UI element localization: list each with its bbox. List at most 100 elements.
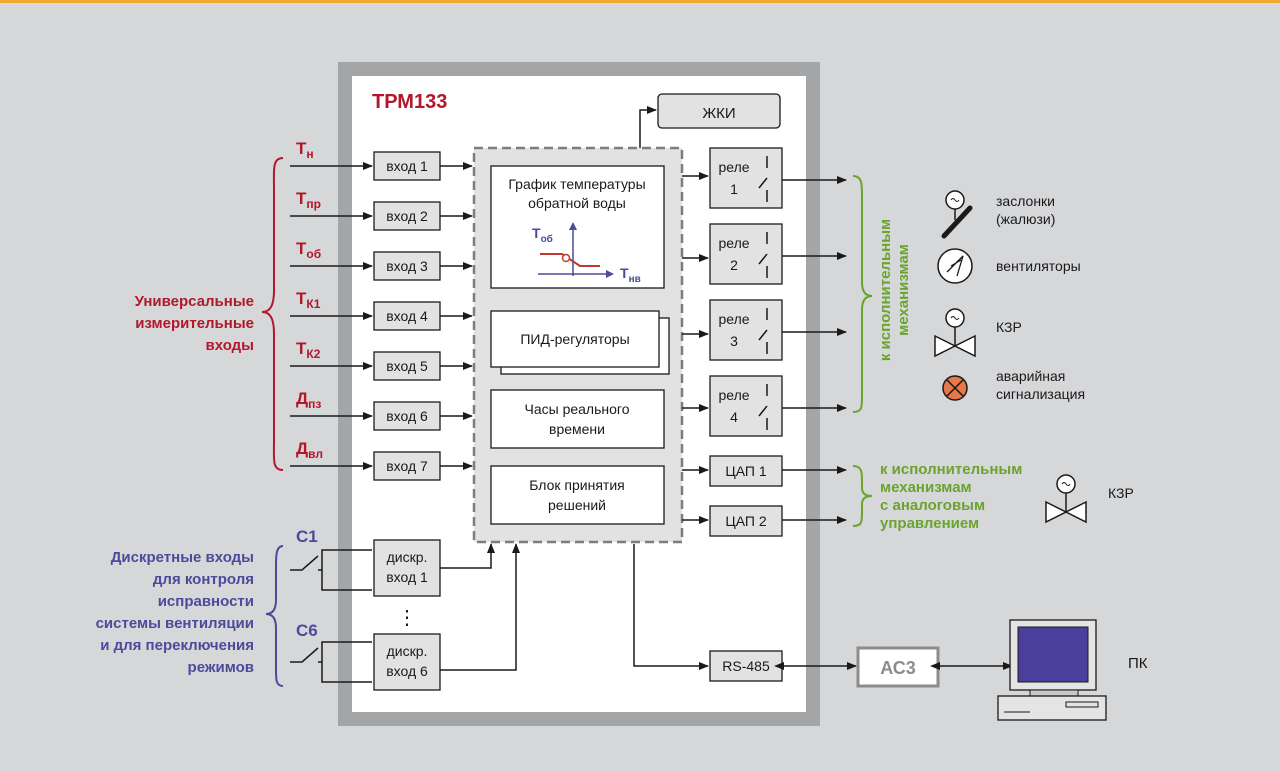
input-block-4	[373, 301, 441, 331]
input-block-7	[373, 451, 441, 481]
actuators-label-line2: механизмам	[895, 244, 912, 336]
dac-1: ЦАП 1	[682, 455, 847, 487]
input-label-6: вход 6	[386, 408, 428, 424]
discrete-block-1-line1: дискр.	[387, 549, 428, 565]
discrete-block-1-line2: вход 1	[386, 569, 428, 585]
graph-block	[490, 165, 665, 289]
decision-block	[490, 465, 665, 525]
analog-label-line3: с аналоговым	[880, 497, 985, 514]
universal-inputs-brace	[261, 157, 284, 471]
relay-2: реле 2	[682, 223, 847, 285]
relay-label-4: реле	[718, 387, 749, 403]
valve-2-label: КЗР	[1108, 485, 1134, 501]
relay-num-3: 3	[730, 333, 738, 349]
relay-label-3: реле	[718, 311, 749, 327]
input-label-4: вход 4	[386, 308, 428, 324]
decision-label-line1: Блок принятия	[529, 477, 624, 493]
discrete-1-to-processor	[440, 543, 495, 569]
lcd-block	[657, 93, 781, 129]
actuators-brace	[852, 175, 873, 413]
dac-label-2: ЦАП 2	[725, 513, 766, 529]
graph-y-arrowhead	[569, 222, 577, 230]
input-block-6	[373, 401, 441, 431]
lcd-connector	[639, 106, 657, 148]
actuators-label-line1: к исполнительным	[877, 219, 894, 361]
relay-1: реле 1	[682, 147, 847, 209]
dampers-label-line1: заслонки	[996, 193, 1055, 209]
input-label-3: вход 3	[386, 258, 428, 274]
input-block-1	[373, 151, 441, 181]
discrete-block-6	[373, 633, 441, 691]
pid-block	[490, 310, 660, 368]
relay-contact-3	[758, 308, 768, 354]
sensor-label-4: ТК1	[296, 289, 321, 311]
graph-x-label: Тнв	[620, 265, 641, 285]
alarm-label-line2: сигнализация	[996, 386, 1085, 402]
discrete-6-to-processor	[440, 543, 520, 671]
relay-label-1: реле	[718, 159, 749, 175]
discrete-label-line3: исправности	[158, 593, 254, 610]
discrete-label-line6: режимов	[188, 659, 254, 676]
input-label-2: вход 2	[386, 208, 428, 224]
pc-label: ПК	[1128, 655, 1148, 672]
sensor-label-6: Дпз	[296, 389, 321, 411]
relay-label-2: реле	[718, 235, 749, 251]
sensor-input-3: Тоб вход 3	[290, 239, 473, 281]
analog-label-line4: управлением	[880, 515, 979, 532]
relay-contact-4	[758, 384, 768, 430]
universal-label-line1: Универсальные	[135, 293, 254, 310]
clock-block	[490, 389, 665, 449]
sensor-label-1: Тн	[296, 139, 314, 161]
discrete-block-1	[373, 539, 441, 597]
sensor-input-7: Двл вход 7	[290, 439, 473, 481]
sensor-label-7: Двл	[296, 439, 323, 461]
graph-title-line1: График температуры	[508, 176, 645, 192]
graph-y-label: Тоб	[532, 225, 553, 245]
relay-4: реле 4	[682, 375, 847, 437]
relay-block-3	[709, 299, 783, 361]
graph-curve	[540, 253, 600, 267]
universal-label-line3: входы	[206, 337, 255, 354]
graph-title-line2: обратной воды	[528, 195, 626, 211]
dac-label-1: ЦАП 1	[725, 463, 766, 479]
input-label-1: вход 1	[386, 158, 428, 174]
rs485-label: RS-485	[722, 658, 770, 674]
discrete-ellipsis: ⋮	[397, 607, 417, 629]
sensor-input-6: Дпз вход 6	[290, 389, 473, 431]
valve-label: КЗР	[996, 319, 1022, 335]
input-block-3	[373, 251, 441, 281]
relay-num-1: 1	[730, 181, 738, 197]
dac-block-1	[709, 455, 783, 487]
relay-3: реле 3	[682, 299, 847, 361]
graph-x-arrowhead	[606, 270, 614, 278]
sensor-input-4: ТК1 вход 4	[290, 289, 473, 331]
acz-label: АС3	[880, 658, 916, 678]
input-label-7: вход 7	[386, 458, 428, 474]
sensor-input-1: Тн вход 1	[290, 139, 473, 181]
top-accent-line	[0, 0, 1280, 3]
relay-num-4: 4	[730, 409, 738, 425]
analog-actuators-brace	[852, 465, 873, 527]
device-title: ТРМ133	[372, 91, 447, 113]
dac-2: ЦАП 2	[682, 505, 847, 537]
relay-block-4	[709, 375, 783, 437]
universal-label-line2: измерительные	[135, 315, 254, 332]
switch-c1-circuit	[290, 549, 372, 591]
alarm-label-line1: аварийная	[996, 368, 1065, 384]
processor-to-rs485	[633, 544, 709, 670]
analog-label-line1: к исполнительным	[880, 461, 1022, 478]
input-block-5	[373, 351, 441, 381]
valve-2-icon	[1045, 474, 1087, 524]
switch-c6-circuit	[290, 641, 372, 683]
pc-icon	[997, 619, 1107, 721]
discrete-block-6-line2: вход 6	[386, 663, 428, 679]
damper-icon	[941, 190, 973, 239]
relay-contact-2	[758, 232, 768, 278]
relay-contact-1	[758, 156, 768, 202]
clock-label-line1: Часы реального	[525, 401, 630, 417]
discrete-label-line4: системы вентиляции	[96, 615, 254, 632]
pid-label: ПИД-регуляторы	[520, 331, 629, 347]
discrete-label-line5: и для переключения	[100, 637, 254, 654]
relay-num-2: 2	[730, 257, 738, 273]
